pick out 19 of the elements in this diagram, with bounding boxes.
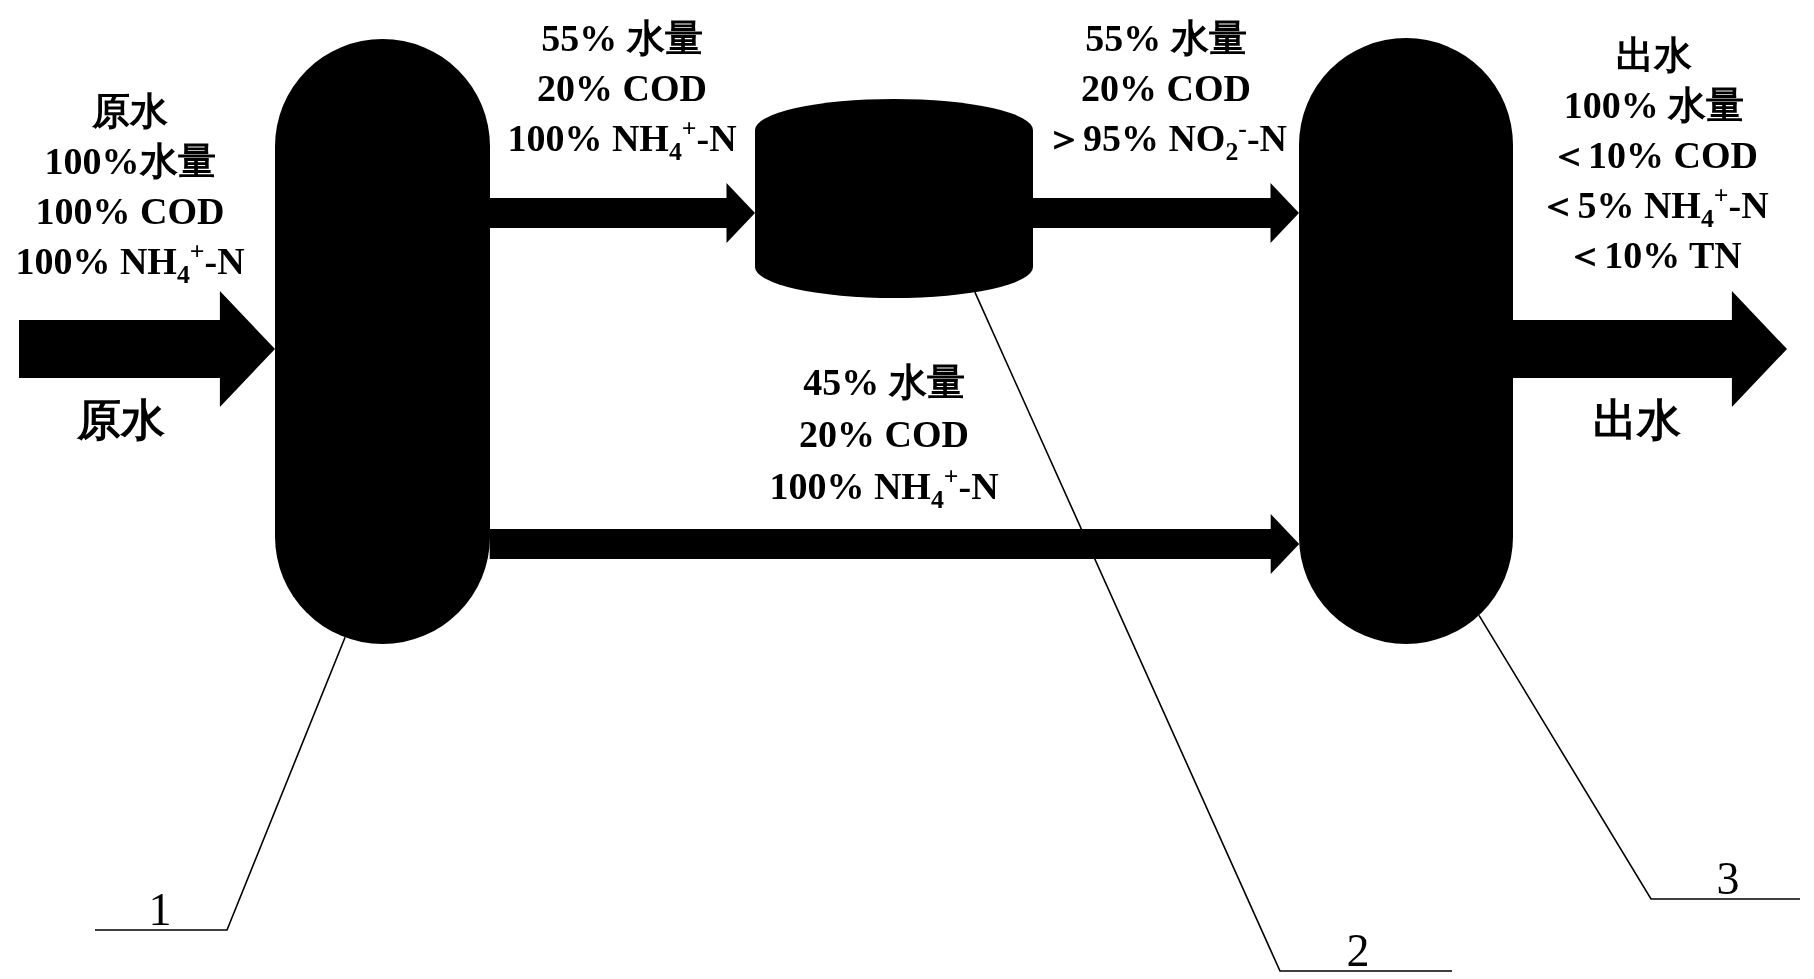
callout-number: 3	[1716, 859, 1740, 899]
flow-arrow	[490, 183, 755, 243]
edge-label: 45% 水量 20% COD 100% NH$_{4}$$^{+}$-N	[769, 360, 999, 512]
arrow-label: 出水	[1593, 396, 1681, 446]
edge-label: 出水 100% 水量＜10% COD ＜5% NH$_{4}$$^{+}$-N ＜10% TN	[1539, 33, 1769, 278]
leader-line	[1478, 614, 1801, 900]
arrow-label: 原水	[77, 396, 165, 446]
flow-arrow	[19, 291, 275, 407]
edge-label: 55% 水量 20% COD 100% NH$_{4}$$^{+}$-N	[507, 16, 737, 163]
edge-label: 55% 水量 20% COD ＞95% NO$_{2}$$^{-}$-N	[1044, 16, 1288, 163]
callout-number: 2	[1346, 931, 1370, 971]
flow-arrow	[1033, 183, 1299, 243]
leader-line	[974, 291, 1453, 972]
flow-arrow	[489, 514, 1300, 574]
callout-number: 1	[148, 890, 172, 930]
flow-arrow	[1513, 291, 1787, 407]
cylinder-tank	[755, 99, 1033, 298]
leader-line	[94, 636, 346, 931]
edge-label: 原水 100%水量 100% COD 100% NH$_{4}$$^{+}$-N	[15, 89, 245, 286]
